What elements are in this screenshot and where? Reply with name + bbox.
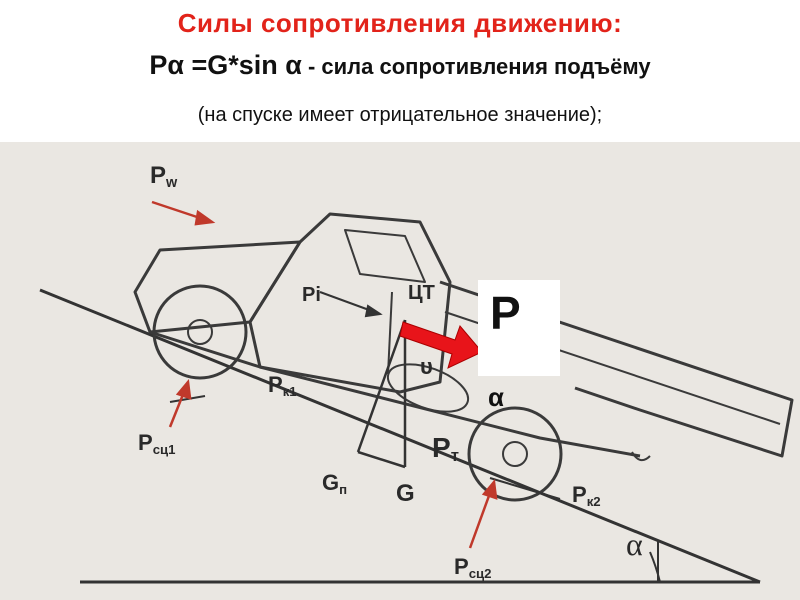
- p-alpha-subscript: α: [488, 382, 504, 412]
- fuel-tank: [386, 363, 470, 413]
- p-alpha-arrow: [399, 321, 483, 369]
- label-gp: Gп: [322, 470, 348, 497]
- label-pk2: Pк2: [572, 482, 601, 509]
- label-pw: Pw: [150, 162, 178, 191]
- diagram-drawing: [39, 200, 794, 584]
- label-ct: ЦТ: [408, 282, 435, 304]
- door-line: [387, 291, 393, 375]
- label-pt: Pт: [432, 432, 459, 465]
- cargo-bed: [439, 280, 794, 458]
- p-alpha-label-box: P: [478, 280, 560, 376]
- tow-hook: [631, 451, 651, 462]
- incline-line: [39, 288, 761, 584]
- formula-description: - сила сопротивления подъёму: [301, 54, 651, 79]
- cab: [248, 212, 452, 394]
- rear-wheel: [467, 406, 563, 502]
- note-line: (на спуске имеет отрицательное значение)…: [197, 104, 603, 126]
- cab-window: [344, 229, 426, 283]
- label-alpha: α: [626, 526, 643, 562]
- red-reaction-arrows: [151, 200, 498, 549]
- force-arrows: [169, 291, 561, 500]
- truck-slope-diagram: Pw Pi ЦТ υ Pк1 Pсц1 Gп G Pт Pк2 Pсц2 α P…: [0, 142, 800, 600]
- slide-title: Силы сопротивления движению:: [177, 8, 623, 38]
- label-psc1: Pсц1: [138, 430, 176, 457]
- label-pi: Pi: [302, 284, 321, 306]
- p-alpha-main-letter: P: [490, 287, 521, 339]
- label-pk1: Pк1: [268, 372, 297, 399]
- formula-line: Pα =G*sin α - сила сопротивления подъёму: [0, 50, 800, 81]
- formula: Pα =G*sin α: [149, 50, 302, 80]
- label-v: υ: [420, 354, 433, 379]
- hood: [133, 240, 302, 334]
- frame: [149, 330, 641, 458]
- label-g: G: [396, 480, 415, 507]
- label-psc2: Pсц2: [454, 554, 492, 581]
- angle-arc: [649, 551, 661, 583]
- gravity-vectors: [356, 319, 407, 469]
- front-wheel: [152, 284, 248, 380]
